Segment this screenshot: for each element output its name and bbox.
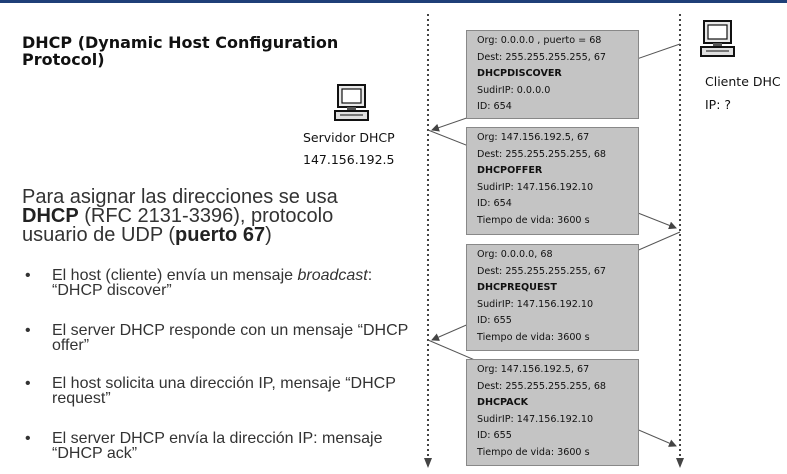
page-title: DHCP (Dynamic Host Configuration Protoco… [22, 33, 339, 69]
intro-text: Para asignar las direcciones se usa DHCP… [22, 186, 422, 246]
intro-port: puerto 67 [175, 224, 266, 246]
message-box-discover: Org: 0.0.0.0 , puerto = 68 Dest: 255.255… [466, 30, 639, 119]
message-name: DHCPACK [477, 397, 529, 409]
header-bar [0, 0, 787, 3]
computer-icon [700, 20, 735, 57]
message-name: DHCPREQUEST [477, 282, 557, 294]
intro-dhcp: DHCP [22, 205, 79, 227]
server-label: Servidor DHCP [303, 130, 395, 145]
client-label: Cliente DHC [705, 74, 781, 89]
message-name: DHCPDISCOVER [477, 68, 562, 80]
client-ip: IP: ? [705, 97, 732, 112]
intro-line-3a: usuario de UDP ( [22, 224, 176, 246]
intro-line-2: (RFC 2131-3396), protocolo [78, 205, 334, 227]
message-box-ack: Org: 147.156.192.5, 67 Dest: 255.255.255… [466, 359, 639, 466]
server-ip: 147.156.192.5 [303, 152, 395, 167]
computer-icon [334, 84, 369, 121]
intro-line-1: Para asignar las direcciones se usa [22, 186, 338, 208]
message-name: DHCPOFFER [477, 165, 543, 177]
intro-line-3b: ) [265, 224, 272, 246]
message-box-request: Org: 0.0.0.0, 68 Dest: 255.255.255.255, … [466, 244, 639, 351]
message-box-offer: Org: 147.156.192.5, 67 Dest: 255.255.255… [466, 127, 639, 235]
